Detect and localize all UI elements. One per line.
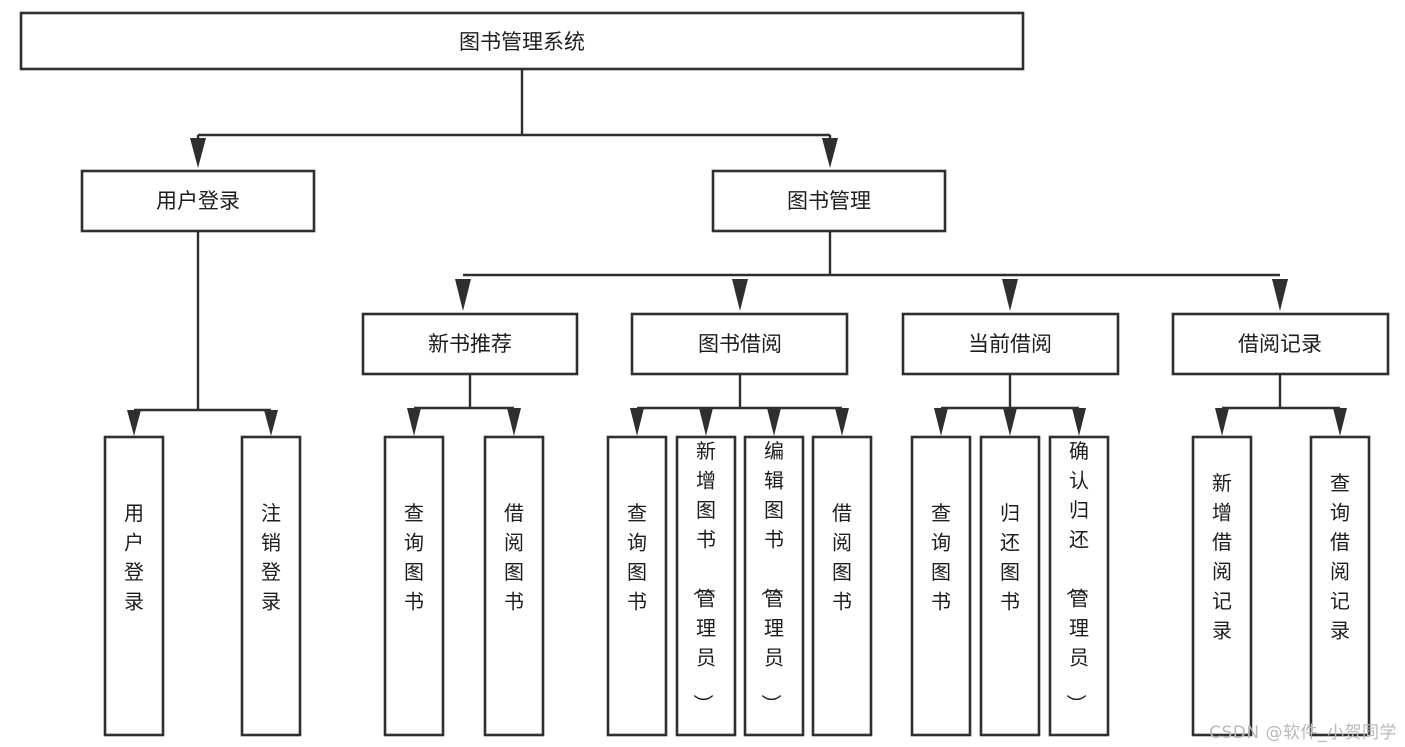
node-leaf-user-login[interactable]: 用户登录 [103, 435, 165, 737]
node-leaf-query-record-box[interactable] [1309, 435, 1371, 737]
connectors-book-borrow-to-leaves [630, 375, 849, 436]
node-leaf-add-book[interactable]: 新增图书（管理员） [675, 435, 737, 737]
connectors-borrow-record-to-leaves [1215, 375, 1347, 436]
arrow-head-borrow-record [1272, 279, 1288, 311]
node-leaf-query-book-3[interactable]: 查询图书 [910, 435, 972, 737]
node-borrow-record[interactable]: 借阅记录 [1171, 312, 1390, 376]
node-leaf-return-book-box[interactable] [979, 435, 1041, 737]
node-leaf-user-logout-box[interactable] [240, 435, 302, 737]
node-leaf-query-book-3-box[interactable] [910, 435, 972, 737]
node-leaf-return-book[interactable]: 归还图书 [979, 435, 1041, 737]
node-leaf-edit-book-label: 编辑图书（管理员） [759, 439, 784, 714]
node-leaf-edit-book[interactable]: 编辑图书（管理员） [743, 435, 805, 737]
node-leaf-edit-book-box[interactable] [743, 435, 805, 737]
node-root[interactable]: 图书管理系统 [19, 11, 1025, 71]
node-leaf-query-record-label: 查询借阅记录 [1330, 471, 1350, 643]
node-leaf-query-book-3-label: 查询图书 [931, 501, 951, 614]
node-leaf-borrow-book-1[interactable]: 借阅图书 [483, 435, 545, 737]
node-leaf-user-login-box[interactable] [103, 435, 165, 737]
node-current-borrow-box[interactable] [901, 312, 1120, 376]
arrow-head-leaf-return-book [1003, 408, 1017, 436]
node-leaf-borrow-book-2-label: 借阅图书 [832, 501, 852, 614]
node-new-book-recommend-box[interactable] [361, 312, 579, 376]
arrow-head-leaf-confirm-return [1072, 408, 1086, 436]
connectors-book-manage-to-level3 [455, 232, 1288, 311]
node-leaf-add-record[interactable]: 新增借阅记录 [1191, 435, 1253, 737]
node-leaf-query-book-1[interactable]: 查询图书 [383, 435, 445, 737]
node-leaf-add-record-box[interactable] [1191, 435, 1253, 737]
arrow-head-user-login [190, 138, 206, 168]
node-book-borrow-box[interactable] [630, 312, 849, 376]
arrow-head-leaf-query-book-3 [934, 408, 948, 436]
arrow-head-leaf-edit-book [767, 408, 781, 436]
node-leaf-borrow-book-2[interactable]: 借阅图书 [811, 435, 873, 737]
connectors-current-borrow-to-leaves [934, 375, 1086, 436]
node-current-borrow-label: 当前借阅 [968, 332, 1052, 356]
node-leaf-query-record[interactable]: 查询借阅记录 [1309, 435, 1371, 737]
node-leaf-borrow-book-2-box[interactable] [811, 435, 873, 737]
node-leaf-add-record-label: 新增借阅记录 [1212, 471, 1232, 643]
node-leaf-query-book-2[interactable]: 查询图书 [606, 435, 668, 737]
arrow-head-leaf-query-book-2 [630, 408, 644, 436]
node-leaf-query-book-2-label: 查询图书 [627, 501, 647, 614]
node-leaf-add-book-box[interactable] [675, 435, 737, 737]
node-leaf-query-book-2-box[interactable] [606, 435, 668, 737]
node-book-manage-box[interactable] [711, 169, 947, 233]
arrow-head-leaf-add-record [1215, 408, 1229, 436]
node-book-borrow[interactable]: 图书借阅 [630, 312, 849, 376]
arrow-head-book-borrow [732, 279, 748, 311]
node-book-borrow-label: 图书借阅 [698, 332, 782, 356]
node-user-login[interactable]: 用户登录 [80, 169, 316, 233]
node-new-book-recommend[interactable]: 新书推荐 [361, 312, 579, 376]
connectors-new-book-recommend-to-leaves [407, 375, 521, 436]
node-book-manage[interactable]: 图书管理 [711, 169, 947, 233]
node-user-login-label: 用户登录 [156, 189, 240, 213]
node-current-borrow[interactable]: 当前借阅 [901, 312, 1120, 376]
node-leaf-return-book-label: 归还图书 [1000, 501, 1020, 614]
arrow-head-leaf-add-book [699, 408, 713, 436]
csdn-watermark: CSDN @软件_小贺同学 [1209, 723, 1397, 743]
node-leaf-confirm-return[interactable]: 确认归还（管理员） [1048, 435, 1110, 737]
node-leaf-borrow-book-1-box[interactable] [483, 435, 545, 737]
node-leaf-user-logout[interactable]: 注销登录 [240, 435, 302, 737]
node-leaf-query-book-1-label: 查询图书 [404, 501, 424, 614]
arrow-head-new-book-recommend [455, 279, 471, 311]
node-borrow-record-label: 借阅记录 [1238, 332, 1322, 356]
node-leaf-user-login-label: 用户登录 [124, 501, 144, 614]
node-root-label: 图书管理系统 [459, 30, 585, 54]
node-book-manage-label: 图书管理 [787, 189, 871, 213]
node-leaf-confirm-return-box[interactable] [1048, 435, 1110, 737]
arrow-head-leaf-query-record [1333, 408, 1347, 436]
arrow-head-leaf-borrow-book-2 [835, 408, 849, 436]
arrow-head-current-borrow [1002, 279, 1018, 311]
arrow-head-leaf-query-book-1 [407, 408, 421, 436]
node-leaf-confirm-return-label: 确认归还（管理员） [1064, 439, 1089, 714]
arrow-head-book-manage [822, 138, 838, 168]
arrow-head-leaf-borrow-book-1 [507, 408, 521, 436]
arrow-head-leaf-user-login [127, 410, 141, 436]
arrow-head-leaf-user-logout [264, 410, 278, 436]
node-leaf-borrow-book-1-label: 借阅图书 [504, 501, 524, 614]
node-leaf-user-logout-label: 注销登录 [261, 501, 281, 614]
node-borrow-record-box[interactable] [1171, 312, 1390, 376]
connectors-user-login-to-leaves [127, 232, 278, 436]
node-new-book-recommend-label: 新书推荐 [428, 332, 512, 356]
node-user-login-box[interactable] [80, 169, 316, 233]
node-root-box[interactable] [19, 11, 1025, 71]
connectors-root-to-level2 [190, 69, 838, 168]
node-leaf-add-book-label: 新增图书（管理员） [691, 439, 716, 714]
node-leaf-query-book-1-box[interactable] [383, 435, 445, 737]
